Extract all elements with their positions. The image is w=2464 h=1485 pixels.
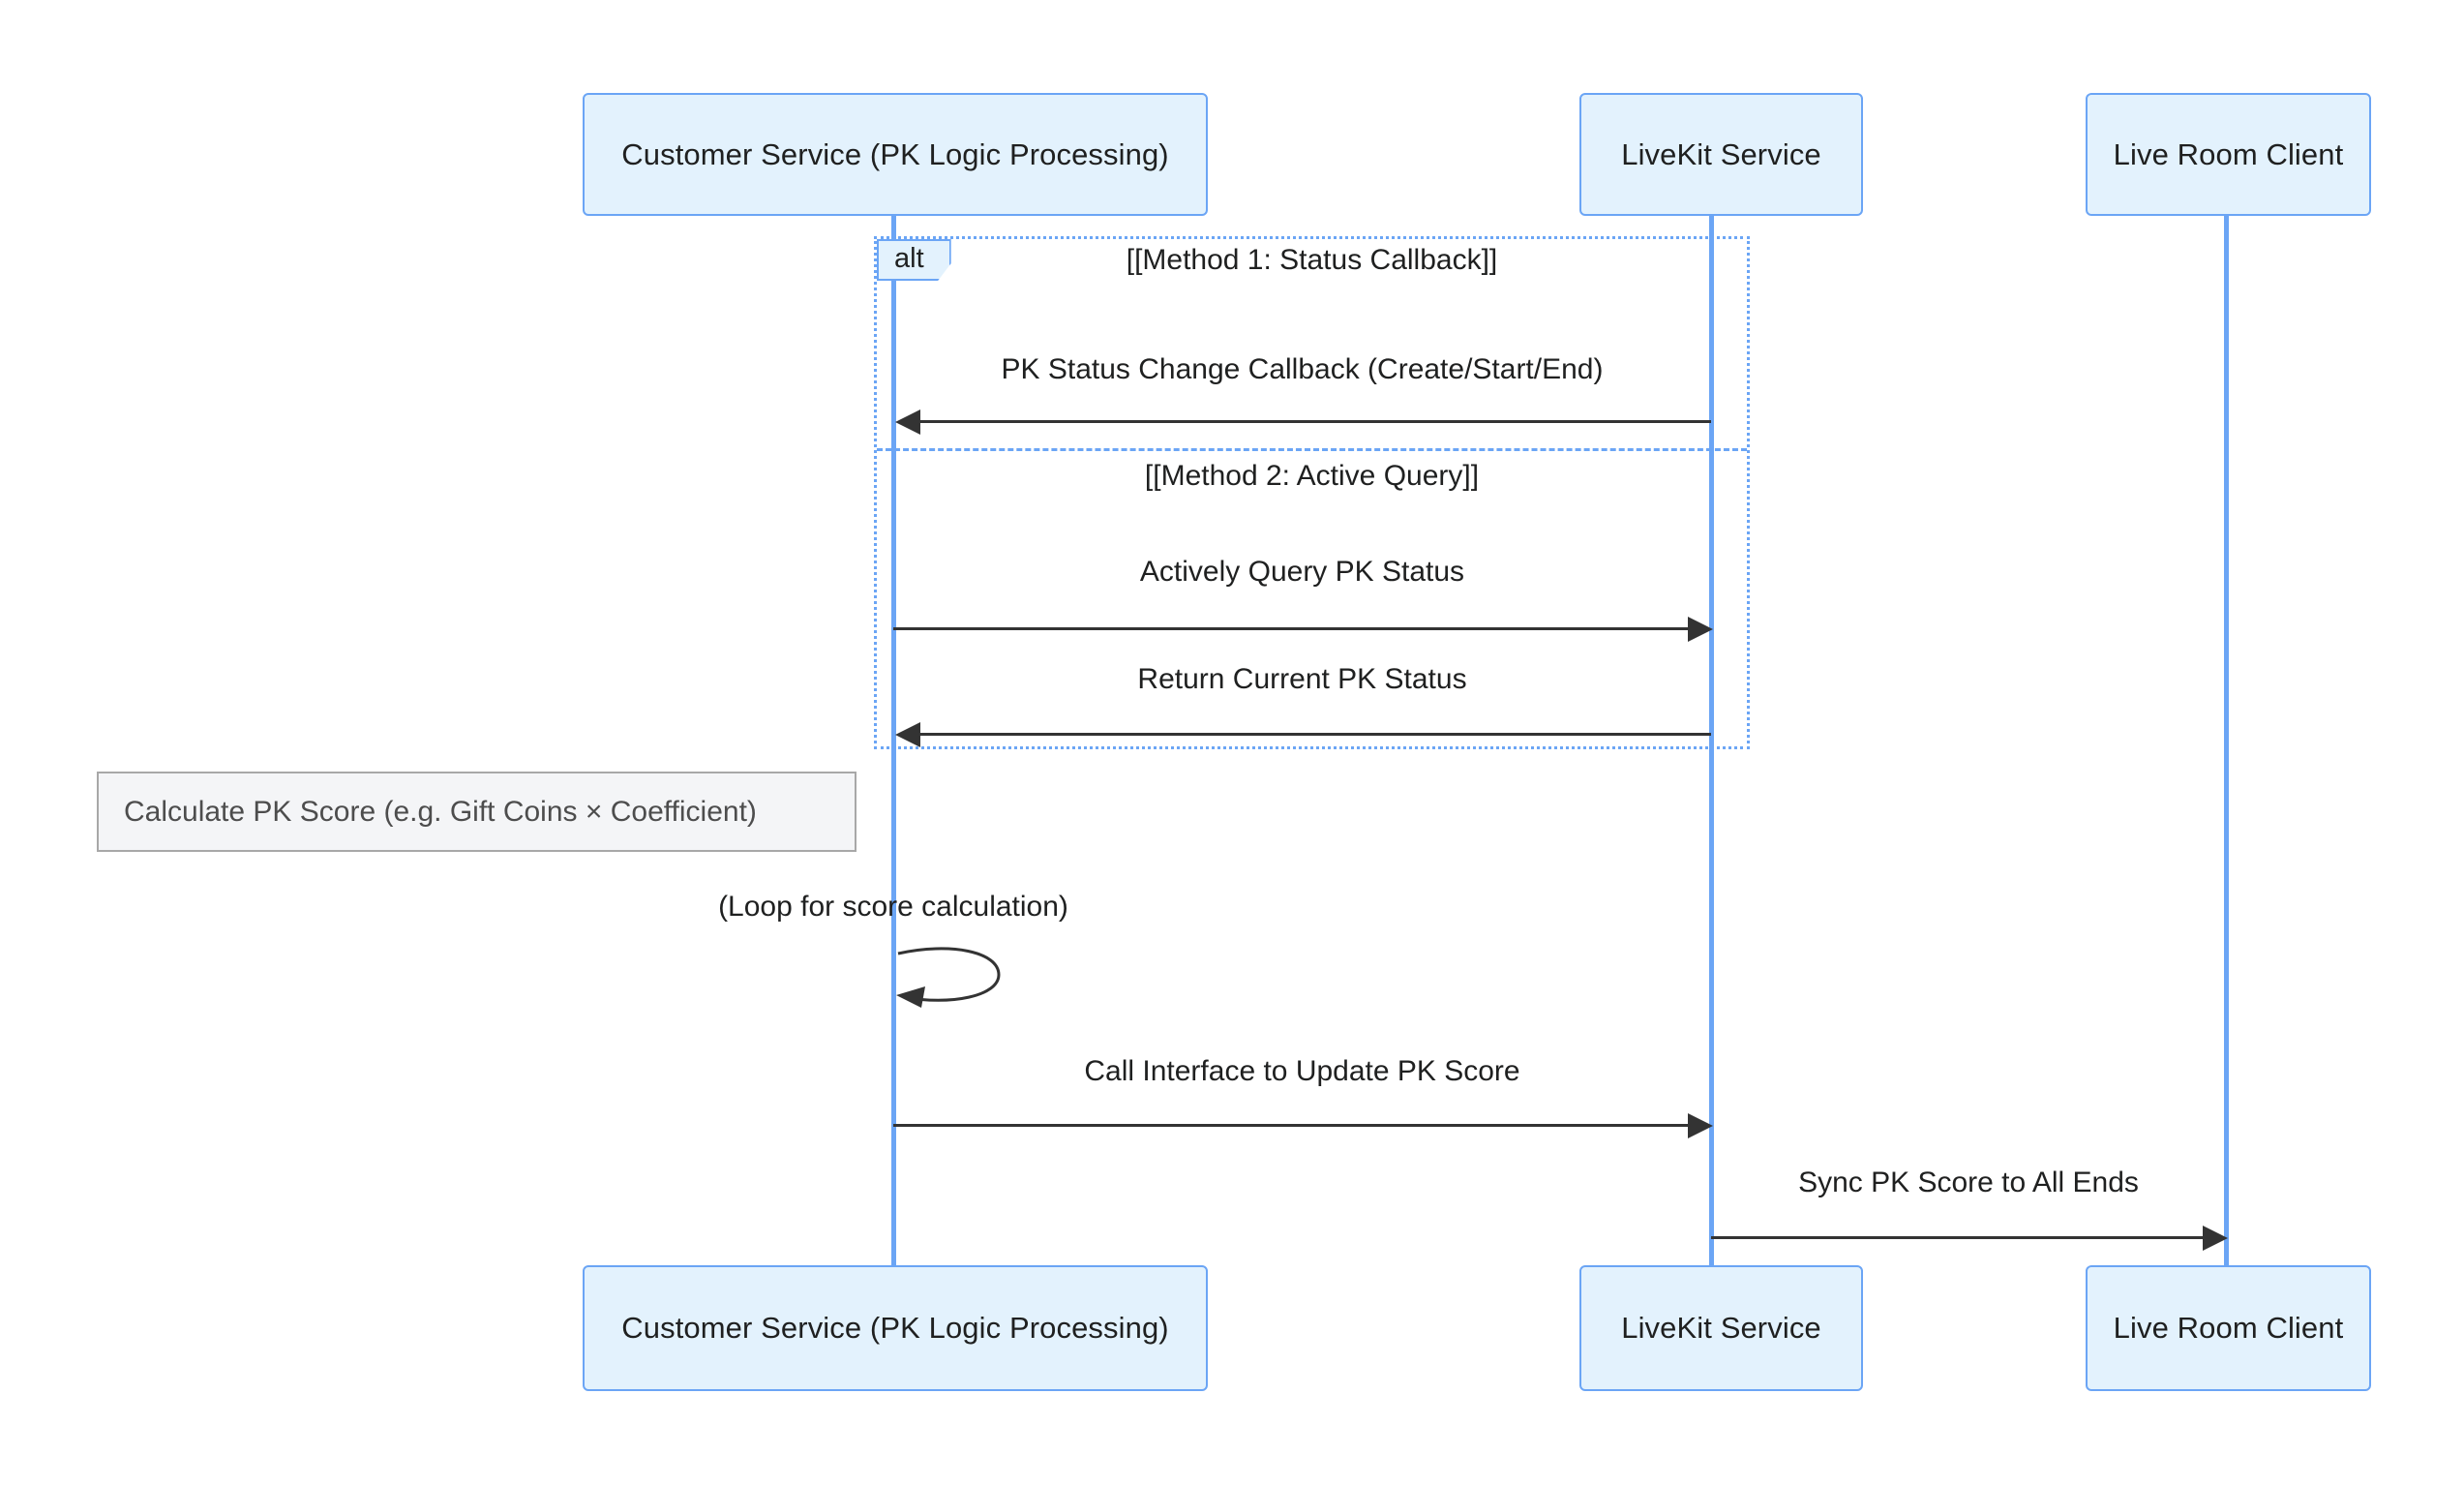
note-calculate-pk-score: Calculate PK Score (e.g. Gift Coins × Co… <box>97 772 856 852</box>
alt-fragment-pk-status <box>874 236 1750 749</box>
message-line-return-current-pk-status <box>900 733 1711 736</box>
actor-customer-service-bottom[interactable]: Customer Service (PK Logic Processing) <box>583 1265 1208 1391</box>
message-label-sync-pk-score-to-all-ends: Sync PK Score to All Ends <box>1798 1167 2139 1198</box>
message-label-actively-query-pk-status: Actively Query PK Status <box>1139 556 1465 588</box>
message-line-sync-pk-score-to-all-ends <box>1711 1236 2203 1239</box>
alt-branch-2-condition: [[Method 2: Active Query]] <box>1144 460 1480 492</box>
alt-fragment-divider <box>877 448 1747 451</box>
actor-label: Live Room Client <box>2113 1311 2344 1345</box>
message-label-call-interface-update-pk-score: Call Interface to Update PK Score <box>1084 1055 1520 1087</box>
actor-label: LiveKit Service <box>1621 136 1821 171</box>
self-loop-arrow-score-calculation <box>896 947 1001 1008</box>
arrow-head-call-interface-update-pk-score <box>1688 1113 1713 1138</box>
note-label: Calculate PK Score (e.g. Gift Coins × Co… <box>124 795 757 828</box>
alt-fragment-keyword-tag: alt <box>877 239 951 282</box>
alt-keyword-label: alt <box>894 243 924 274</box>
actor-live-room-client-top[interactable]: Live Room Client <box>2086 93 2371 216</box>
actor-live-room-client-bottom[interactable]: Live Room Client <box>2086 1265 2371 1391</box>
message-label-pk-status-change-callback: PK Status Change Callback (Create/Start/… <box>1001 353 1604 385</box>
arrow-head-actively-query-pk-status <box>1688 617 1713 642</box>
actor-label: Customer Service (PK Logic Processing) <box>621 1311 1169 1345</box>
arrow-head-sync-pk-score-to-all-ends <box>2203 1226 2228 1251</box>
actor-customer-service-top[interactable]: Customer Service (PK Logic Processing) <box>583 93 1208 216</box>
actor-livekit-service-top[interactable]: LiveKit Service <box>1579 93 1863 216</box>
actor-label: Live Room Client <box>2113 136 2344 171</box>
message-line-actively-query-pk-status <box>893 627 1688 630</box>
message-line-call-interface-update-pk-score <box>893 1124 1688 1127</box>
message-label-loop-score-calculation: (Loop for score calculation) <box>718 891 1068 923</box>
lifeline-customer-service <box>891 216 896 1265</box>
actor-livekit-service-bottom[interactable]: LiveKit Service <box>1579 1265 1863 1391</box>
lifeline-livekit-service <box>1709 216 1714 1265</box>
actor-label: LiveKit Service <box>1621 1311 1821 1345</box>
actor-label: Customer Service (PK Logic Processing) <box>621 136 1169 171</box>
arrow-head-return-current-pk-status <box>895 722 920 747</box>
message-line-pk-status-change-callback <box>900 420 1711 423</box>
message-label-return-current-pk-status: Return Current PK Status <box>1137 663 1467 695</box>
alt-branch-1-condition: [[Method 1: Status Callback]] <box>1126 244 1498 276</box>
lifeline-live-room-client <box>2224 216 2229 1265</box>
arrow-head-pk-status-change-callback <box>895 409 920 435</box>
